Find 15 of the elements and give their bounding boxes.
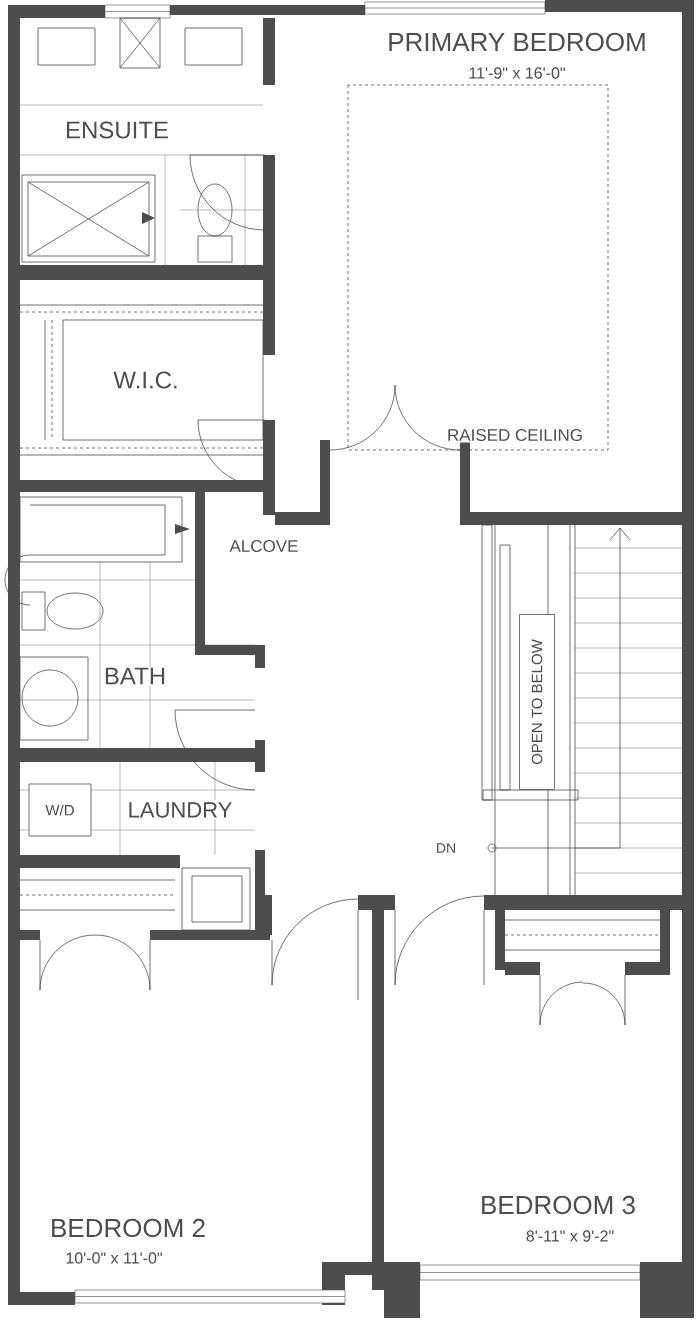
room-label: LAUNDRY — [126, 800, 234, 820]
room-label: BATH — [102, 666, 168, 686]
fixture-box: OPEN TO BELOW — [519, 614, 555, 790]
room-label: ENSUITE — [63, 120, 171, 140]
room-label: ALCOVE — [228, 538, 300, 554]
fixture-box: W/D — [28, 783, 92, 837]
room-label: W.I.C. — [111, 370, 181, 390]
room-label: BEDROOM 3 — [478, 1194, 638, 1216]
room-dimension: 11'-9" x 16'-0" — [466, 65, 568, 81]
room-label: BEDROOM 2 — [48, 1217, 208, 1239]
room-dimension: 10'-0" x 11'-0" — [63, 1250, 165, 1266]
stair-label: DN — [434, 841, 458, 855]
ceiling-label: RAISED CEILING — [445, 427, 585, 443]
room-label: PRIMARY BEDROOM — [385, 31, 649, 53]
room-dimension: 8'-11" x 9'-2" — [524, 1228, 616, 1244]
